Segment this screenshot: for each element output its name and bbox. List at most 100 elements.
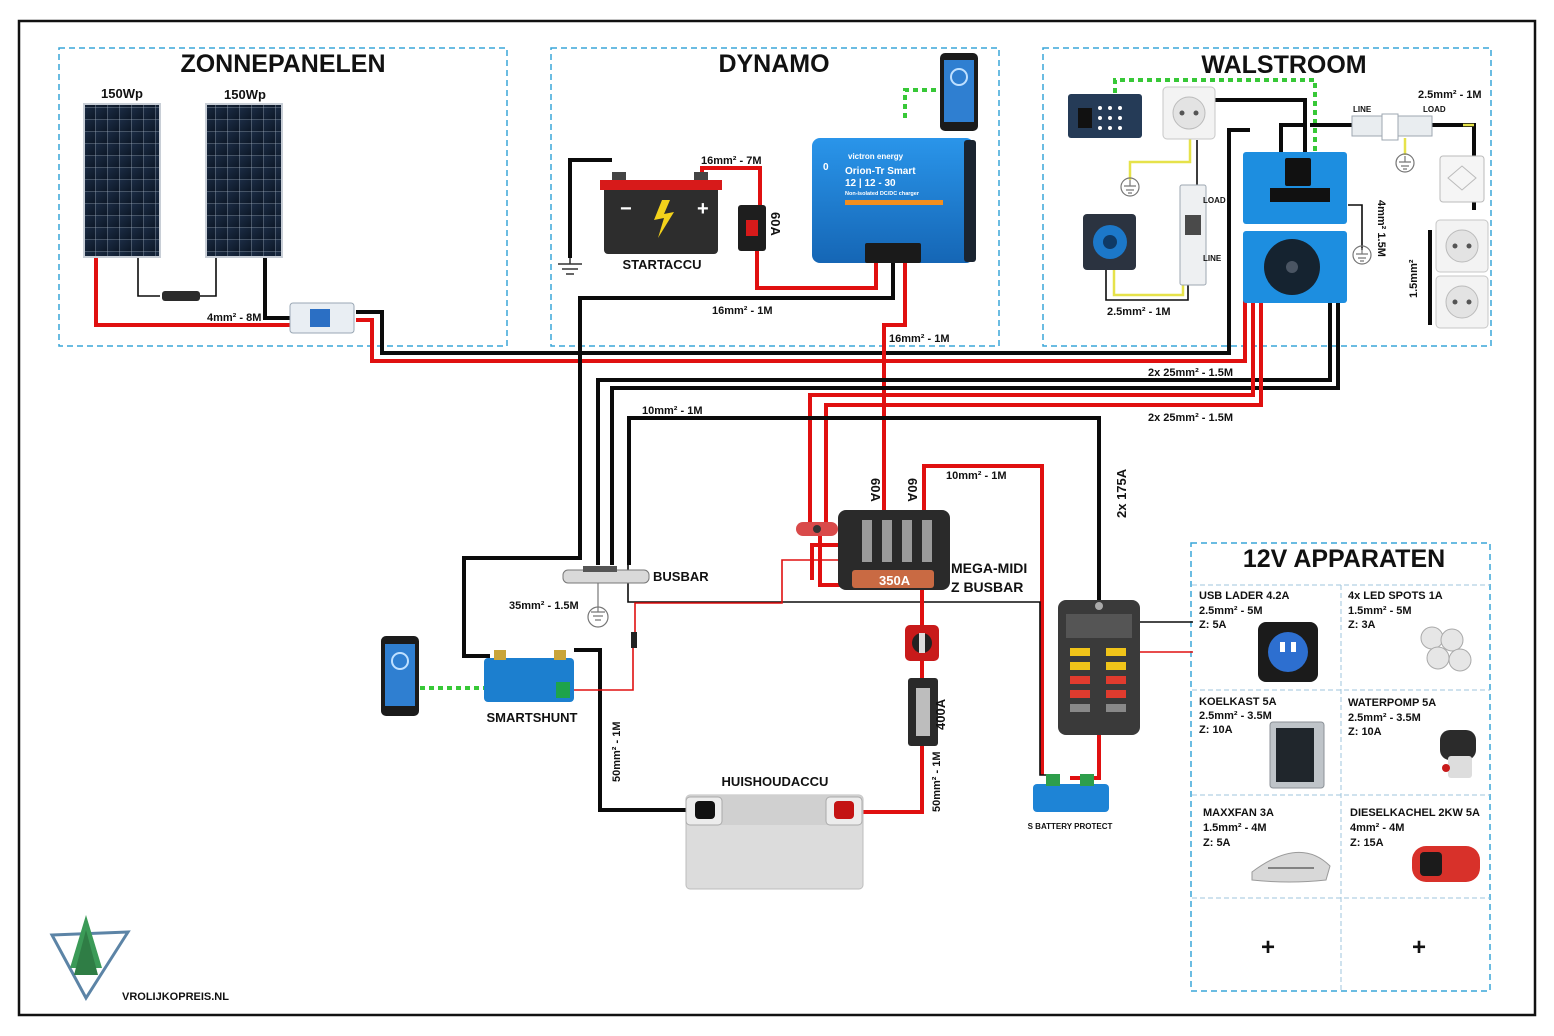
dynamo-title: DYNAMO (718, 50, 829, 78)
add-device-slot-2[interactable]: + (1412, 934, 1426, 961)
solar-cable-label: 4mm² - 8M (207, 312, 261, 324)
app-5-fuse: Z: 5A (1203, 837, 1231, 849)
shunt-cable-label: 50mm² - 1M (611, 721, 623, 782)
minus-icon: − (620, 198, 632, 220)
earth-icon-1 (1120, 177, 1140, 197)
startaccu-cable-label: 16mm² - 7M (701, 155, 762, 167)
mega-label-1: MEGA-MIDI (951, 560, 1027, 576)
panel-series-b (200, 258, 217, 297)
socket-cable-label: 1.5mm² (1408, 259, 1420, 298)
charger-cable-label: 4mm² 1.5M (1375, 200, 1387, 257)
orion-name: Orion-Tr Smart (845, 166, 916, 177)
control-panel-leds (1098, 106, 1122, 130)
smartshunt (484, 658, 574, 702)
devices-grid (1192, 584, 1490, 991)
inlet-to-breaker (1105, 270, 1189, 301)
inlet-earth (1112, 270, 1185, 297)
orion-stripe (845, 200, 943, 205)
socket-earth (1128, 138, 1192, 180)
charger-out-cable-label: 16mm² - 1M (889, 333, 950, 345)
earth-icon-3 (1395, 153, 1415, 173)
start-battery (604, 186, 718, 254)
panel-2-label: 150Wp (224, 87, 266, 102)
solar-section (58, 47, 508, 347)
mega-fuse-2-label: 60A (905, 478, 920, 502)
mega-fuse-rating: 350A (879, 573, 911, 588)
inverter-positive-2 (824, 275, 1263, 525)
shore-charger-terminals (1270, 188, 1330, 202)
panel-1-label: 150Wp (101, 86, 143, 101)
solar-negative-wire (263, 258, 290, 320)
rcbo-line-label: LINE (1353, 105, 1372, 114)
startaccu-ground (568, 158, 612, 258)
inverter-cable-label-2: 2x 25mm² - 1.5M (1148, 412, 1233, 424)
junction-box (1439, 155, 1485, 203)
app-5-name: MAXXFAN 3A (1203, 807, 1274, 819)
shore-panel-earth (1113, 78, 1317, 152)
app-6-fuse: Z: 15A (1350, 837, 1384, 849)
app-2-name: 4x LED SPOTS 1A (1348, 590, 1443, 602)
battery-cable-label: 50mm² - 1M (931, 751, 943, 812)
earth-icon-2 (1352, 245, 1372, 265)
start-battery-neg-post (612, 172, 626, 180)
protect-cable-label: 10mm² - 1M (946, 470, 1007, 482)
breaker-load-label: LOAD (1203, 196, 1226, 205)
app-3-name: KOELKAST 5A (1199, 696, 1277, 708)
shore-socket-line (1215, 98, 1307, 152)
devices-section (1190, 542, 1491, 992)
fuse-175-label: 2x 175A (1114, 468, 1129, 518)
protect-to-fuseblock (1070, 735, 1101, 780)
charger-ground (1348, 204, 1363, 250)
shore-section (1042, 47, 1492, 347)
inverter-negative-1 (596, 270, 1332, 565)
mega-fuse-1-label: 60A (868, 478, 883, 502)
breaker-line-label: LINE (1203, 254, 1222, 263)
house-battery-pos (834, 801, 854, 819)
app-2-fuse: Z: 3A (1348, 619, 1376, 631)
inverter-cable-label-1: 2x 25mm² - 1.5M (1148, 367, 1233, 379)
orion-bluetooth-link (903, 88, 940, 118)
plus-icon: + (697, 198, 709, 220)
inverter-negative-2 (610, 270, 1340, 565)
control-panel-switch (1078, 108, 1092, 128)
rcbo-cable-label: 2.5mm² - 1M (1418, 89, 1482, 101)
dynamo-section (550, 47, 1000, 347)
lightning-icon (654, 200, 674, 238)
shore-charger-feed (1279, 123, 1305, 152)
devices-title: 12V APPARATEN (1243, 545, 1445, 573)
battery-protect-ground (627, 565, 1052, 776)
mega-bar (852, 570, 934, 588)
start-battery-pos-post (694, 172, 708, 180)
shore-title: WALSTROOM (1201, 51, 1366, 79)
orion-power-icon: 0 (823, 162, 829, 173)
orion-heatsink (964, 140, 976, 262)
led-spots-icon (1420, 626, 1472, 672)
outer-frame (17, 19, 1537, 1017)
busbar-to-shunt (462, 556, 580, 658)
shore-charger-switch (1285, 158, 1311, 186)
app-4-name: WATERPOMP 5A (1348, 697, 1436, 709)
inverter-positive-1 (808, 275, 1255, 530)
water-pump-icon (1440, 730, 1476, 778)
charger-in-cable-label: 16mm² - 1M (712, 305, 773, 317)
mega-fuse-slot-4 (922, 520, 932, 562)
phone-dynamo-screen (944, 60, 974, 122)
app-6-cable: 4mm² - 4M (1350, 822, 1404, 834)
solar-breaker-switch (310, 309, 330, 327)
add-device-slot-1[interactable]: + (1261, 934, 1275, 961)
app-3-cable: 2.5mm² - 3.5M (1199, 710, 1272, 722)
orion-subtitle: Non-isolated DC/DC charger (845, 191, 920, 197)
solar-positive-wire (94, 258, 290, 327)
start-battery-top (600, 180, 722, 190)
solar-regulator-negative (356, 128, 1250, 355)
usb-charger-icon (1258, 622, 1318, 682)
orion-model: 12 | 12 - 30 (845, 178, 896, 189)
orion-brand: victron energy (848, 152, 904, 161)
dynamo-fuse-cap (746, 220, 758, 236)
orion-terminals (865, 243, 921, 263)
app-3-fuse: Z: 10A (1199, 724, 1233, 736)
mega-label-2: Z BUSBAR (951, 579, 1023, 595)
wall-socket-face (1172, 96, 1206, 130)
mega-fuse-slot-1 (862, 520, 872, 562)
